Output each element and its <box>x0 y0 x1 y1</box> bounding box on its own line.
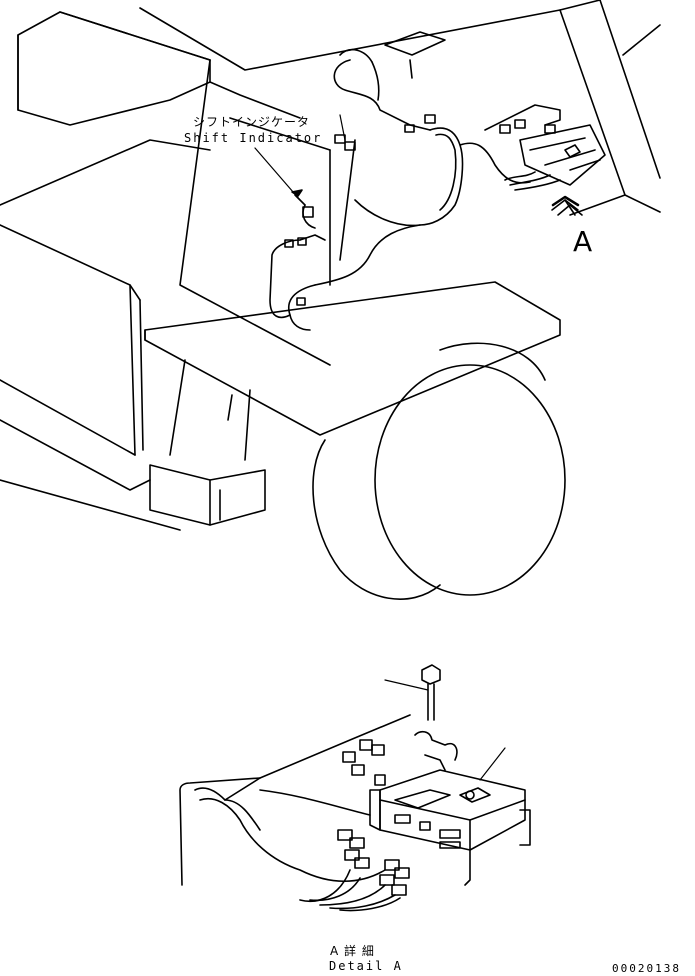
shift-indicator-label-en: Shift Indicator <box>184 131 323 145</box>
vehicle-body <box>0 0 661 600</box>
wiring-harness <box>269 31 606 331</box>
detail-a-drawing <box>179 664 531 912</box>
view-marker-label: A <box>573 225 593 258</box>
drawing-number: 00020138 <box>612 962 681 975</box>
view-arrow-a <box>551 195 583 216</box>
shift-indicator-label-jp: シフトインジケータ <box>193 115 311 129</box>
detail-title-en: Detail A <box>329 959 403 973</box>
leader-lines <box>254 114 346 201</box>
detail-title-jp: A 詳 細 <box>330 944 375 958</box>
